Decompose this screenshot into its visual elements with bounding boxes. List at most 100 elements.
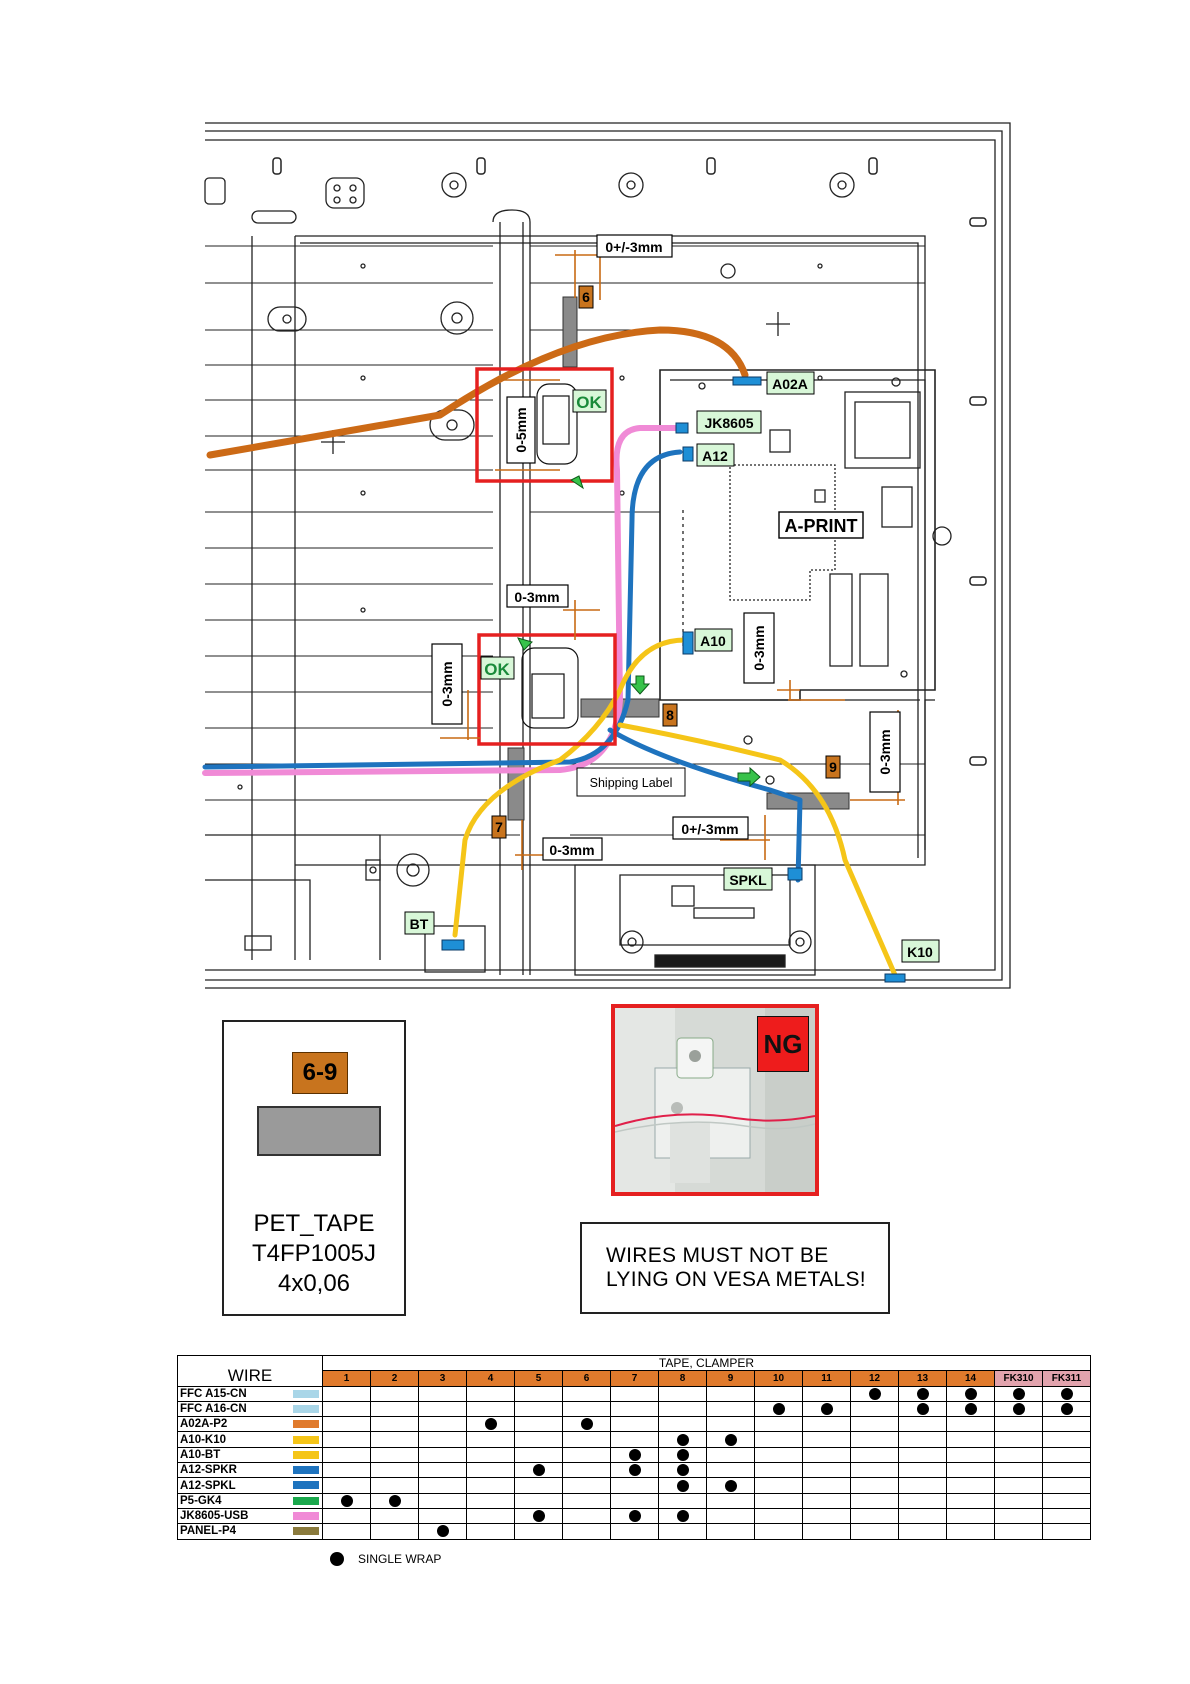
table-row: FFC A16-CN bbox=[177, 1400, 1091, 1418]
svg-text:A10: A10 bbox=[700, 633, 726, 649]
legend-line-1: PET_TAPE bbox=[253, 1210, 375, 1237]
svg-text:BT: BT bbox=[410, 916, 429, 932]
dim-bot-label: 0-3mm bbox=[542, 837, 603, 861]
single-wrap-mark bbox=[628, 1448, 641, 1461]
column-header-11: 11 bbox=[802, 1370, 851, 1387]
svg-text:7: 7 bbox=[495, 819, 503, 835]
wiring-diagram: 0+/-3mm 0-3mm 0-5mm 0-3mm 0-3mm 0-3mm 0-… bbox=[202, 122, 1011, 989]
tape-marker-9: 9 bbox=[825, 755, 841, 779]
tape-marker-6: 6 bbox=[578, 285, 594, 309]
single-wrap-mark bbox=[1012, 1403, 1025, 1416]
single-wrap-mark bbox=[916, 1403, 929, 1416]
connector-label-jk8605: JK8605 bbox=[696, 410, 762, 434]
wire-name: FFC A15-CN bbox=[177, 1385, 290, 1402]
single-wrap-legend: SINGLE WRAP bbox=[330, 1552, 441, 1566]
column-header-fk311: FK311 bbox=[1042, 1370, 1091, 1387]
svg-text:0-5mm: 0-5mm bbox=[513, 407, 529, 452]
single-wrap-mark bbox=[676, 1433, 689, 1446]
legend-line-3: 4x0,06 bbox=[277, 1270, 351, 1297]
single-wrap-mark bbox=[868, 1387, 881, 1400]
dim-left-label: 0-3mm bbox=[431, 643, 463, 725]
warning-line-1: WIRES MUST NOT BE bbox=[606, 1244, 829, 1267]
svg-text:A-PRINT: A-PRINT bbox=[785, 516, 858, 536]
column-header-10: 10 bbox=[754, 1370, 803, 1387]
column-header-6: 6 bbox=[562, 1370, 611, 1387]
column-header-fk310: FK310 bbox=[994, 1370, 1043, 1387]
single-wrap-mark bbox=[580, 1418, 593, 1431]
connector-label-a02a: A02A bbox=[766, 371, 815, 395]
svg-text:0-3mm: 0-3mm bbox=[877, 729, 893, 774]
legend-tape-swatch bbox=[257, 1106, 381, 1156]
svg-text:6: 6 bbox=[582, 289, 590, 305]
table-row: PANEL-P4 bbox=[177, 1523, 1091, 1540]
legend-line-2: T4FP1005J bbox=[251, 1240, 377, 1267]
single-wrap-mark bbox=[436, 1525, 449, 1538]
svg-text:OK: OK bbox=[576, 393, 602, 412]
legend-tape-number: 6-9 bbox=[292, 1052, 348, 1094]
svg-text:0-3mm: 0-3mm bbox=[439, 661, 455, 706]
wire-color-swatch bbox=[293, 1450, 319, 1459]
wire-color-swatch bbox=[293, 1527, 319, 1536]
single-wrap-mark bbox=[964, 1387, 977, 1400]
svg-text:Shipping Label: Shipping Label bbox=[590, 776, 673, 790]
single-wrap-label: SINGLE WRAP bbox=[358, 1552, 442, 1566]
svg-text:0+/-3mm: 0+/-3mm bbox=[605, 239, 662, 255]
dim-right1-label: 0-3mm bbox=[743, 612, 775, 684]
single-wrap-mark bbox=[1012, 1387, 1025, 1400]
column-header-12: 12 bbox=[850, 1370, 899, 1387]
table-row: JK8605-USB bbox=[177, 1507, 1091, 1525]
single-wrap-mark bbox=[676, 1464, 689, 1477]
single-wrap-mark bbox=[772, 1403, 785, 1416]
column-header-1: 1 bbox=[322, 1370, 371, 1387]
wire-name: A12-SPKR bbox=[177, 1462, 290, 1479]
single-wrap-mark bbox=[676, 1448, 689, 1461]
vesa-warning: WIRES MUST NOT BE LYING ON VESA METALS! bbox=[580, 1222, 890, 1314]
single-wrap-mark bbox=[388, 1494, 401, 1507]
connector-label-a12: A12 bbox=[696, 443, 735, 467]
table-row: A10-BT bbox=[177, 1446, 1091, 1464]
wire-name: A12-SPKL bbox=[177, 1477, 290, 1494]
tape-marker-8: 8 bbox=[662, 703, 678, 727]
wire-name: FFC A16-CN bbox=[177, 1400, 290, 1418]
wire-name: JK8605-USB bbox=[177, 1507, 290, 1525]
single-wrap-dot bbox=[330, 1552, 344, 1566]
single-wrap-mark bbox=[724, 1479, 737, 1492]
dim-05-label: 0-5mm bbox=[506, 396, 536, 464]
connector-label-a10: A10 bbox=[694, 628, 733, 652]
single-wrap-mark bbox=[340, 1494, 353, 1507]
wire-name: A10-K10 bbox=[177, 1431, 290, 1448]
chassis bbox=[204, 122, 1011, 989]
connector-label-k10: K10 bbox=[901, 939, 940, 963]
single-wrap-mark bbox=[1060, 1403, 1073, 1416]
svg-text:0+/-3mm: 0+/-3mm bbox=[681, 821, 738, 837]
connectors bbox=[441, 376, 906, 983]
wire-name: P5-GK4 bbox=[177, 1492, 290, 1509]
connector-label-spkl: SPKL bbox=[723, 867, 773, 891]
wire-color-swatch bbox=[293, 1466, 319, 1475]
column-header-13: 13 bbox=[898, 1370, 947, 1387]
svg-text:0-3mm: 0-3mm bbox=[549, 842, 594, 858]
wire-name: PANEL-P4 bbox=[177, 1523, 290, 1540]
ok-label-1: OK bbox=[572, 389, 607, 413]
table-row: A12-SPKL bbox=[177, 1477, 1091, 1494]
shipping-label: Shipping Label bbox=[576, 767, 686, 797]
table-row: A12-SPKR bbox=[177, 1462, 1091, 1479]
dim-right2-label: 0-3mm bbox=[869, 711, 901, 793]
wire-color-swatch bbox=[293, 1405, 319, 1413]
wire-color-swatch bbox=[293, 1389, 319, 1398]
diagram-labels: 0+/-3mm 0-3mm 0-5mm 0-3mm 0-3mm 0-3mm 0-… bbox=[404, 234, 940, 963]
wires bbox=[202, 326, 898, 978]
wire-color-swatch bbox=[293, 1496, 319, 1505]
column-header-4: 4 bbox=[466, 1370, 515, 1387]
tape-clamper-header: TAPE, CLAMPER bbox=[322, 1354, 1091, 1371]
svg-text:0-3mm: 0-3mm bbox=[514, 589, 559, 605]
table-row: FFC A15-CN bbox=[177, 1385, 1091, 1402]
single-wrap-mark bbox=[676, 1479, 689, 1492]
svg-text:OK: OK bbox=[484, 660, 510, 679]
board-label-aprint: A-PRINT bbox=[778, 511, 864, 539]
green-arrows bbox=[517, 475, 761, 788]
single-wrap-mark bbox=[964, 1403, 977, 1416]
dim-bot2-label: 0+/-3mm bbox=[672, 816, 749, 840]
single-wrap-mark bbox=[676, 1510, 689, 1523]
